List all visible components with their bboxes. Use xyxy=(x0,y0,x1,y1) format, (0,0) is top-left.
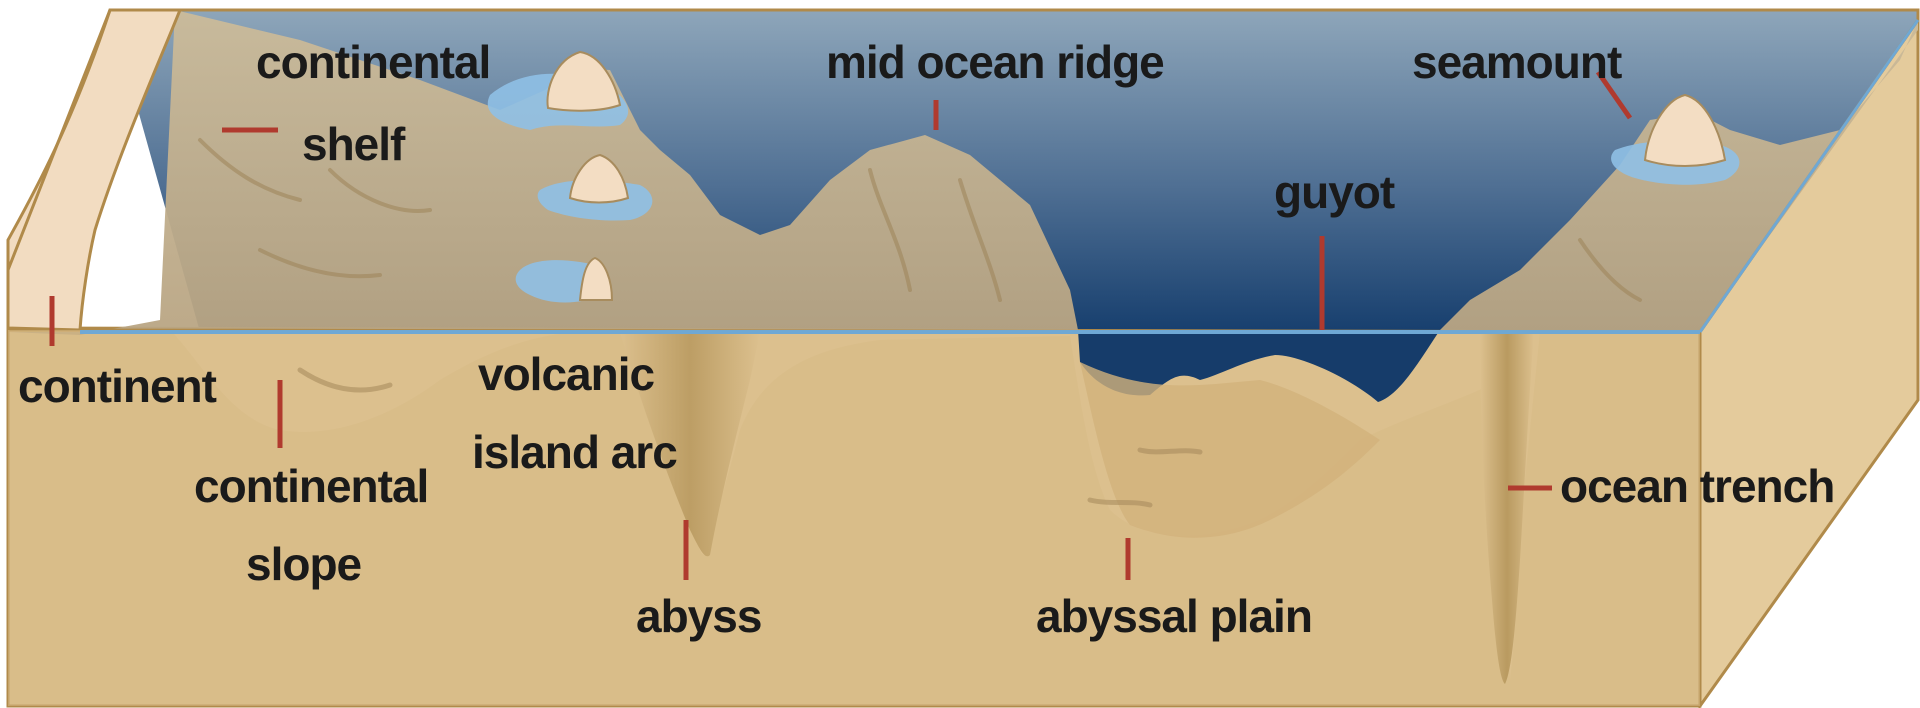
ridge-texture xyxy=(1140,450,1200,452)
continent-landmass xyxy=(8,10,180,330)
label-abyssal-plain: abyssal plain xyxy=(1036,590,1312,642)
label-continental-slope-line1: continental xyxy=(194,460,428,512)
label-seamount: seamount xyxy=(1412,36,1622,88)
label-continental-shelf-line1: continental xyxy=(256,36,490,88)
label-guyot: guyot xyxy=(1274,166,1395,218)
label-continental-slope-line2: slope xyxy=(246,538,362,590)
label-volcanic-line2: island arc xyxy=(472,426,677,478)
label-mid-ocean-ridge: mid ocean ridge xyxy=(826,36,1164,88)
label-continental-shelf-line2: shelf xyxy=(302,118,406,170)
label-abyss: abyss xyxy=(636,590,761,642)
label-continent: continent xyxy=(18,360,217,412)
label-ocean-trench: ocean trench xyxy=(1560,460,1834,512)
label-volcanic-line1: volcanic xyxy=(478,348,655,400)
